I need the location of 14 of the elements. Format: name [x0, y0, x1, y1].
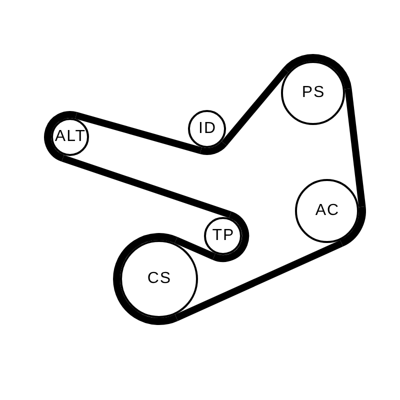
belt-segment	[75, 112, 202, 154]
pulley-circle	[188, 110, 226, 148]
pulley-label: PS	[300, 85, 326, 101]
belt-segment	[222, 68, 288, 146]
pulley-label: CS	[146, 271, 172, 287]
belt-segment	[344, 88, 366, 208]
pulley-label: ALT	[54, 129, 86, 145]
pulley-label: AC	[314, 203, 340, 219]
belt-segment	[174, 236, 216, 260]
pulley-label: ID	[198, 121, 216, 137]
pulley-label: TP	[211, 228, 235, 244]
pulley-circle	[281, 61, 345, 125]
belt-segment	[175, 240, 344, 321]
belt-segment	[62, 155, 232, 218]
